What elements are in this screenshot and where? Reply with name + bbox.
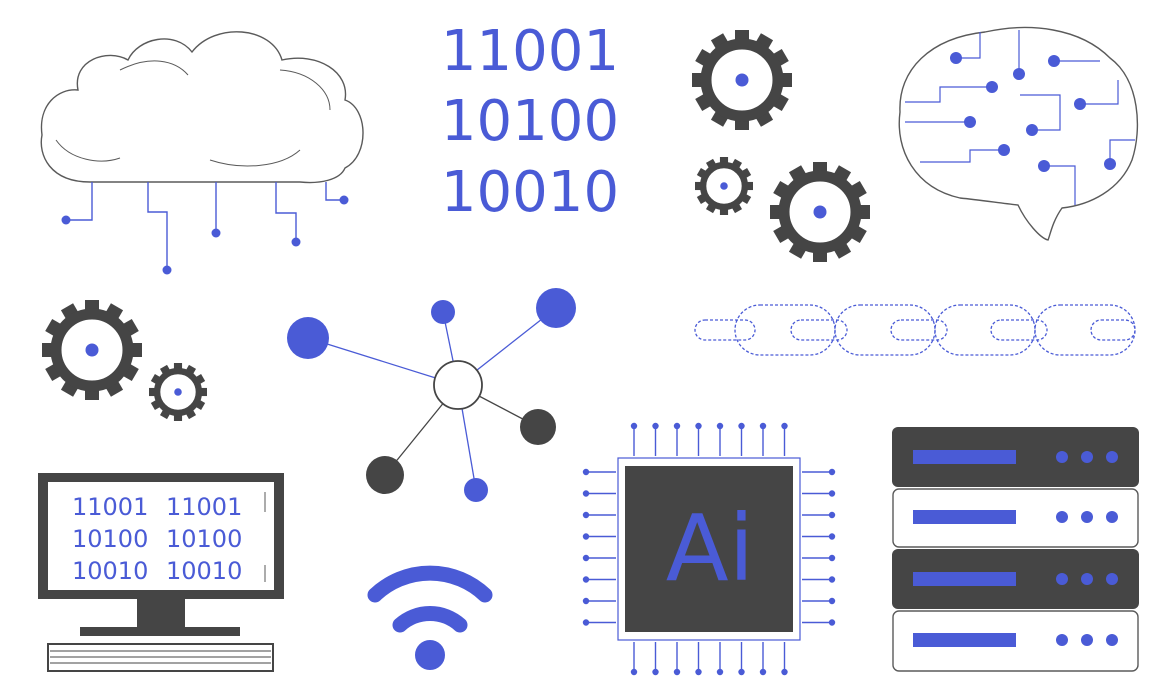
chip-pin (582, 533, 590, 540)
monitor-code-r1c1: 11001 (72, 493, 148, 521)
chip-pin (828, 468, 836, 476)
chip-pin (828, 576, 836, 583)
chip-pin (652, 422, 659, 430)
monitor-code-r2c2: 10100 (166, 525, 242, 553)
wifi-icon (367, 565, 493, 670)
chip-pin (652, 668, 659, 676)
chip-pin (582, 490, 590, 497)
chip-pin (828, 554, 836, 562)
chip-pin (630, 668, 638, 676)
chip-pin (695, 422, 702, 430)
chip-pin (828, 490, 836, 497)
binary-line-1: 11001 (441, 19, 619, 84)
chip-pin (716, 668, 724, 676)
monitor-code-r2c1: 10100 (72, 525, 148, 553)
chip-pin (673, 668, 681, 676)
chip-label: Ai (666, 495, 755, 602)
gears-icon (692, 30, 870, 262)
monitor-code-r3c2: 10010 (166, 557, 242, 585)
chip-pin (582, 619, 590, 626)
chip-pin (828, 511, 836, 519)
chip-pin (738, 422, 745, 430)
monitor-code-r1c2: 11001 (166, 493, 242, 521)
chip-pin (582, 511, 590, 519)
chip-pin (582, 576, 590, 583)
chip-pin (781, 668, 788, 676)
binary-code-icon: 11001 10100 10010 (441, 19, 619, 225)
chip-pin (828, 533, 836, 540)
chip-pin (828, 619, 836, 626)
chip-pin (759, 668, 767, 676)
cloud-network-icon (40, 31, 364, 275)
computer-monitor-icon: 11001 11001 10100 10100 10010 10010 (38, 473, 284, 672)
binary-line-2: 10100 (441, 89, 619, 154)
chip-pin (673, 422, 681, 430)
ai-brain-icon (898, 26, 1139, 241)
chip-pin (630, 422, 638, 430)
binary-line-3: 10010 (441, 160, 619, 225)
chip-pin (582, 597, 590, 605)
chip-pin (738, 668, 745, 676)
chain-link-icon (694, 304, 1136, 356)
chip-pin (759, 422, 767, 430)
chip-pin (716, 422, 724, 430)
network-graph-icon (287, 288, 576, 502)
monitor-code-r3c1: 10010 (72, 557, 148, 585)
ai-chip-icon: Ai (582, 422, 836, 676)
chip-pin (828, 597, 836, 605)
chip-pin (582, 468, 590, 476)
chip-pin (582, 554, 590, 562)
gears-icon-secondary (42, 300, 207, 421)
chip-pin (781, 422, 788, 430)
server-rack-icon (892, 427, 1139, 672)
chip-pin (695, 668, 702, 676)
